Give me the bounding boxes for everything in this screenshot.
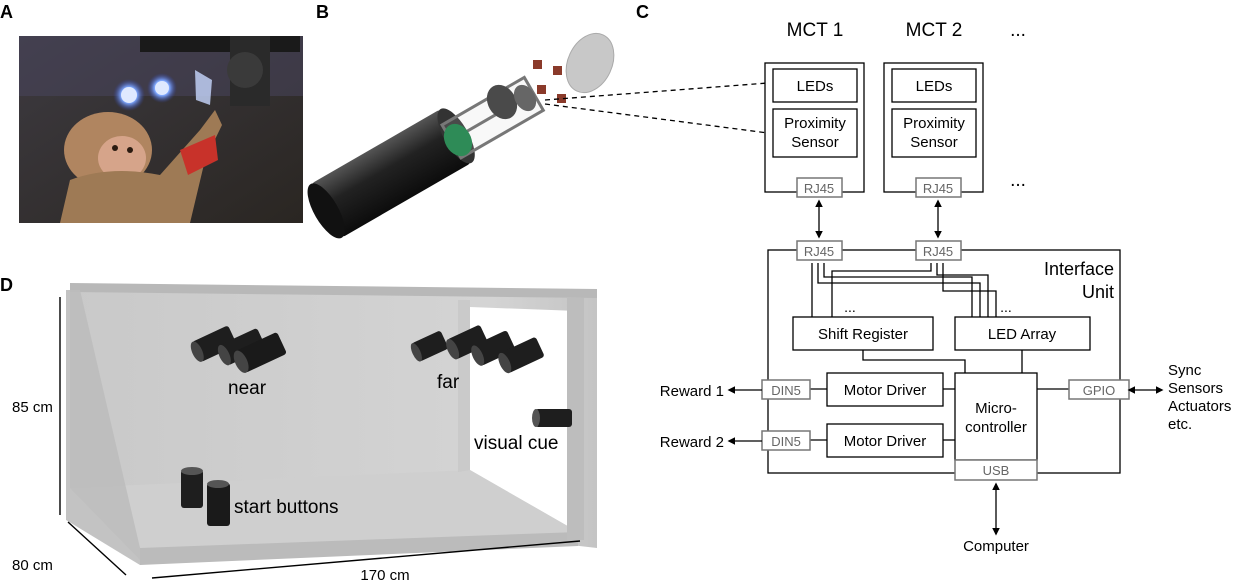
rj45-iu-2-label: RJ45: [923, 244, 953, 259]
mct-2-proximity-label: Proximity: [903, 115, 965, 132]
mct-1-proximity-label: Proximity: [784, 115, 846, 132]
connection-arrows: [727, 199, 1164, 536]
panel-letter-b: B: [316, 2, 329, 22]
rj45-iu-2: [915, 240, 962, 261]
led-array-label: LED Array: [988, 326, 1057, 343]
shift-register-ellipsis: ...: [844, 299, 856, 315]
rj45-mct2-label: RJ45: [923, 181, 953, 196]
far-label: far: [437, 372, 460, 393]
mct-1-sensor-box: [772, 108, 858, 158]
leader-line-sensor: [544, 103, 769, 134]
motor-driver-2-label: Motor Driver: [844, 433, 927, 450]
usb-label: USB: [983, 463, 1010, 478]
port-boxes: [761, 177, 1130, 481]
depth-label: 80 cm: [12, 557, 53, 574]
visual-cue-mct: [532, 409, 572, 427]
cover-disc: [565, 32, 615, 94]
depth-dimension-line: [67, 521, 127, 576]
setup-box-3d: [66, 283, 597, 565]
start-buttons-label: start buttons: [234, 497, 339, 518]
led-chip-1: [533, 60, 542, 69]
rj45-mct1: [796, 177, 843, 198]
monkey-photo: [19, 36, 303, 223]
red-sleeve: [180, 135, 218, 175]
near-mct-group: [190, 326, 287, 373]
mct-1-leds-label: LEDs: [797, 78, 834, 95]
width-dimension-line: [151, 540, 581, 579]
leader-line-leds: [544, 82, 769, 101]
reward-2-label: Reward 2: [660, 434, 724, 451]
mct-2-leds-box: [891, 68, 977, 103]
led-chip-2: [553, 66, 562, 75]
gpio-target-sensors: Sensors: [1168, 380, 1223, 397]
microcontroller-label-2: controller: [965, 419, 1027, 436]
visual-cue-label: visual cue: [474, 433, 559, 454]
mct-2-header: MCT 2: [906, 20, 963, 41]
gpio-target-actuators: Actuators: [1168, 398, 1231, 415]
reward-1-label: Reward 1: [660, 383, 724, 400]
far-mct-group: [410, 325, 544, 374]
mct-exploded-view: [307, 32, 615, 239]
led-array-ellipsis: ...: [1000, 299, 1012, 315]
interface-unit-label-1: Interface: [1044, 259, 1114, 279]
dimension-lines: [59, 297, 581, 579]
mct-2-leds-label: LEDs: [916, 78, 953, 95]
width-label: 170 cm: [360, 567, 409, 584]
start-buttons-group: [181, 467, 230, 526]
rj45-iu-1-label: RJ45: [804, 244, 834, 259]
microcontroller-label-1: Micro-: [975, 400, 1017, 417]
mct-2-sensor-label: Sensor: [910, 134, 958, 151]
gpio-label: GPIO: [1083, 383, 1116, 398]
gpio-target-etc: etc.: [1168, 416, 1192, 433]
mct-more-ellipsis: ...: [1010, 170, 1026, 191]
panel-letter-d: D: [0, 275, 13, 295]
height-label: 85 cm: [12, 399, 53, 416]
din5-2-label: DIN5: [771, 434, 801, 449]
mct-more-header: ...: [1010, 20, 1026, 41]
mct-2-sensor-box: [891, 108, 977, 158]
motor-driver-1-label: Motor Driver: [844, 382, 927, 399]
mct-1-sensor-label: Sensor: [791, 134, 839, 151]
computer-label: Computer: [963, 538, 1029, 555]
led-chip-4: [557, 94, 566, 103]
near-label: near: [228, 378, 267, 399]
mct-1-header: MCT 1: [787, 20, 844, 41]
usb-port: [954, 459, 1038, 481]
interface-unit-label-2: Unit: [1082, 282, 1114, 302]
panel-letter-c: C: [636, 2, 649, 22]
led-chip-3: [537, 85, 546, 94]
rj45-mct2: [915, 177, 962, 198]
mct-1-leds-box: [772, 68, 858, 103]
shift-register-label: Shift Register: [818, 326, 908, 343]
panel-letter-a: A: [0, 2, 13, 22]
rj45-iu-1: [796, 240, 843, 261]
rj45-mct1-label: RJ45: [804, 181, 834, 196]
gpio-target-sync: Sync: [1168, 362, 1202, 379]
din5-1-label: DIN5: [771, 383, 801, 398]
